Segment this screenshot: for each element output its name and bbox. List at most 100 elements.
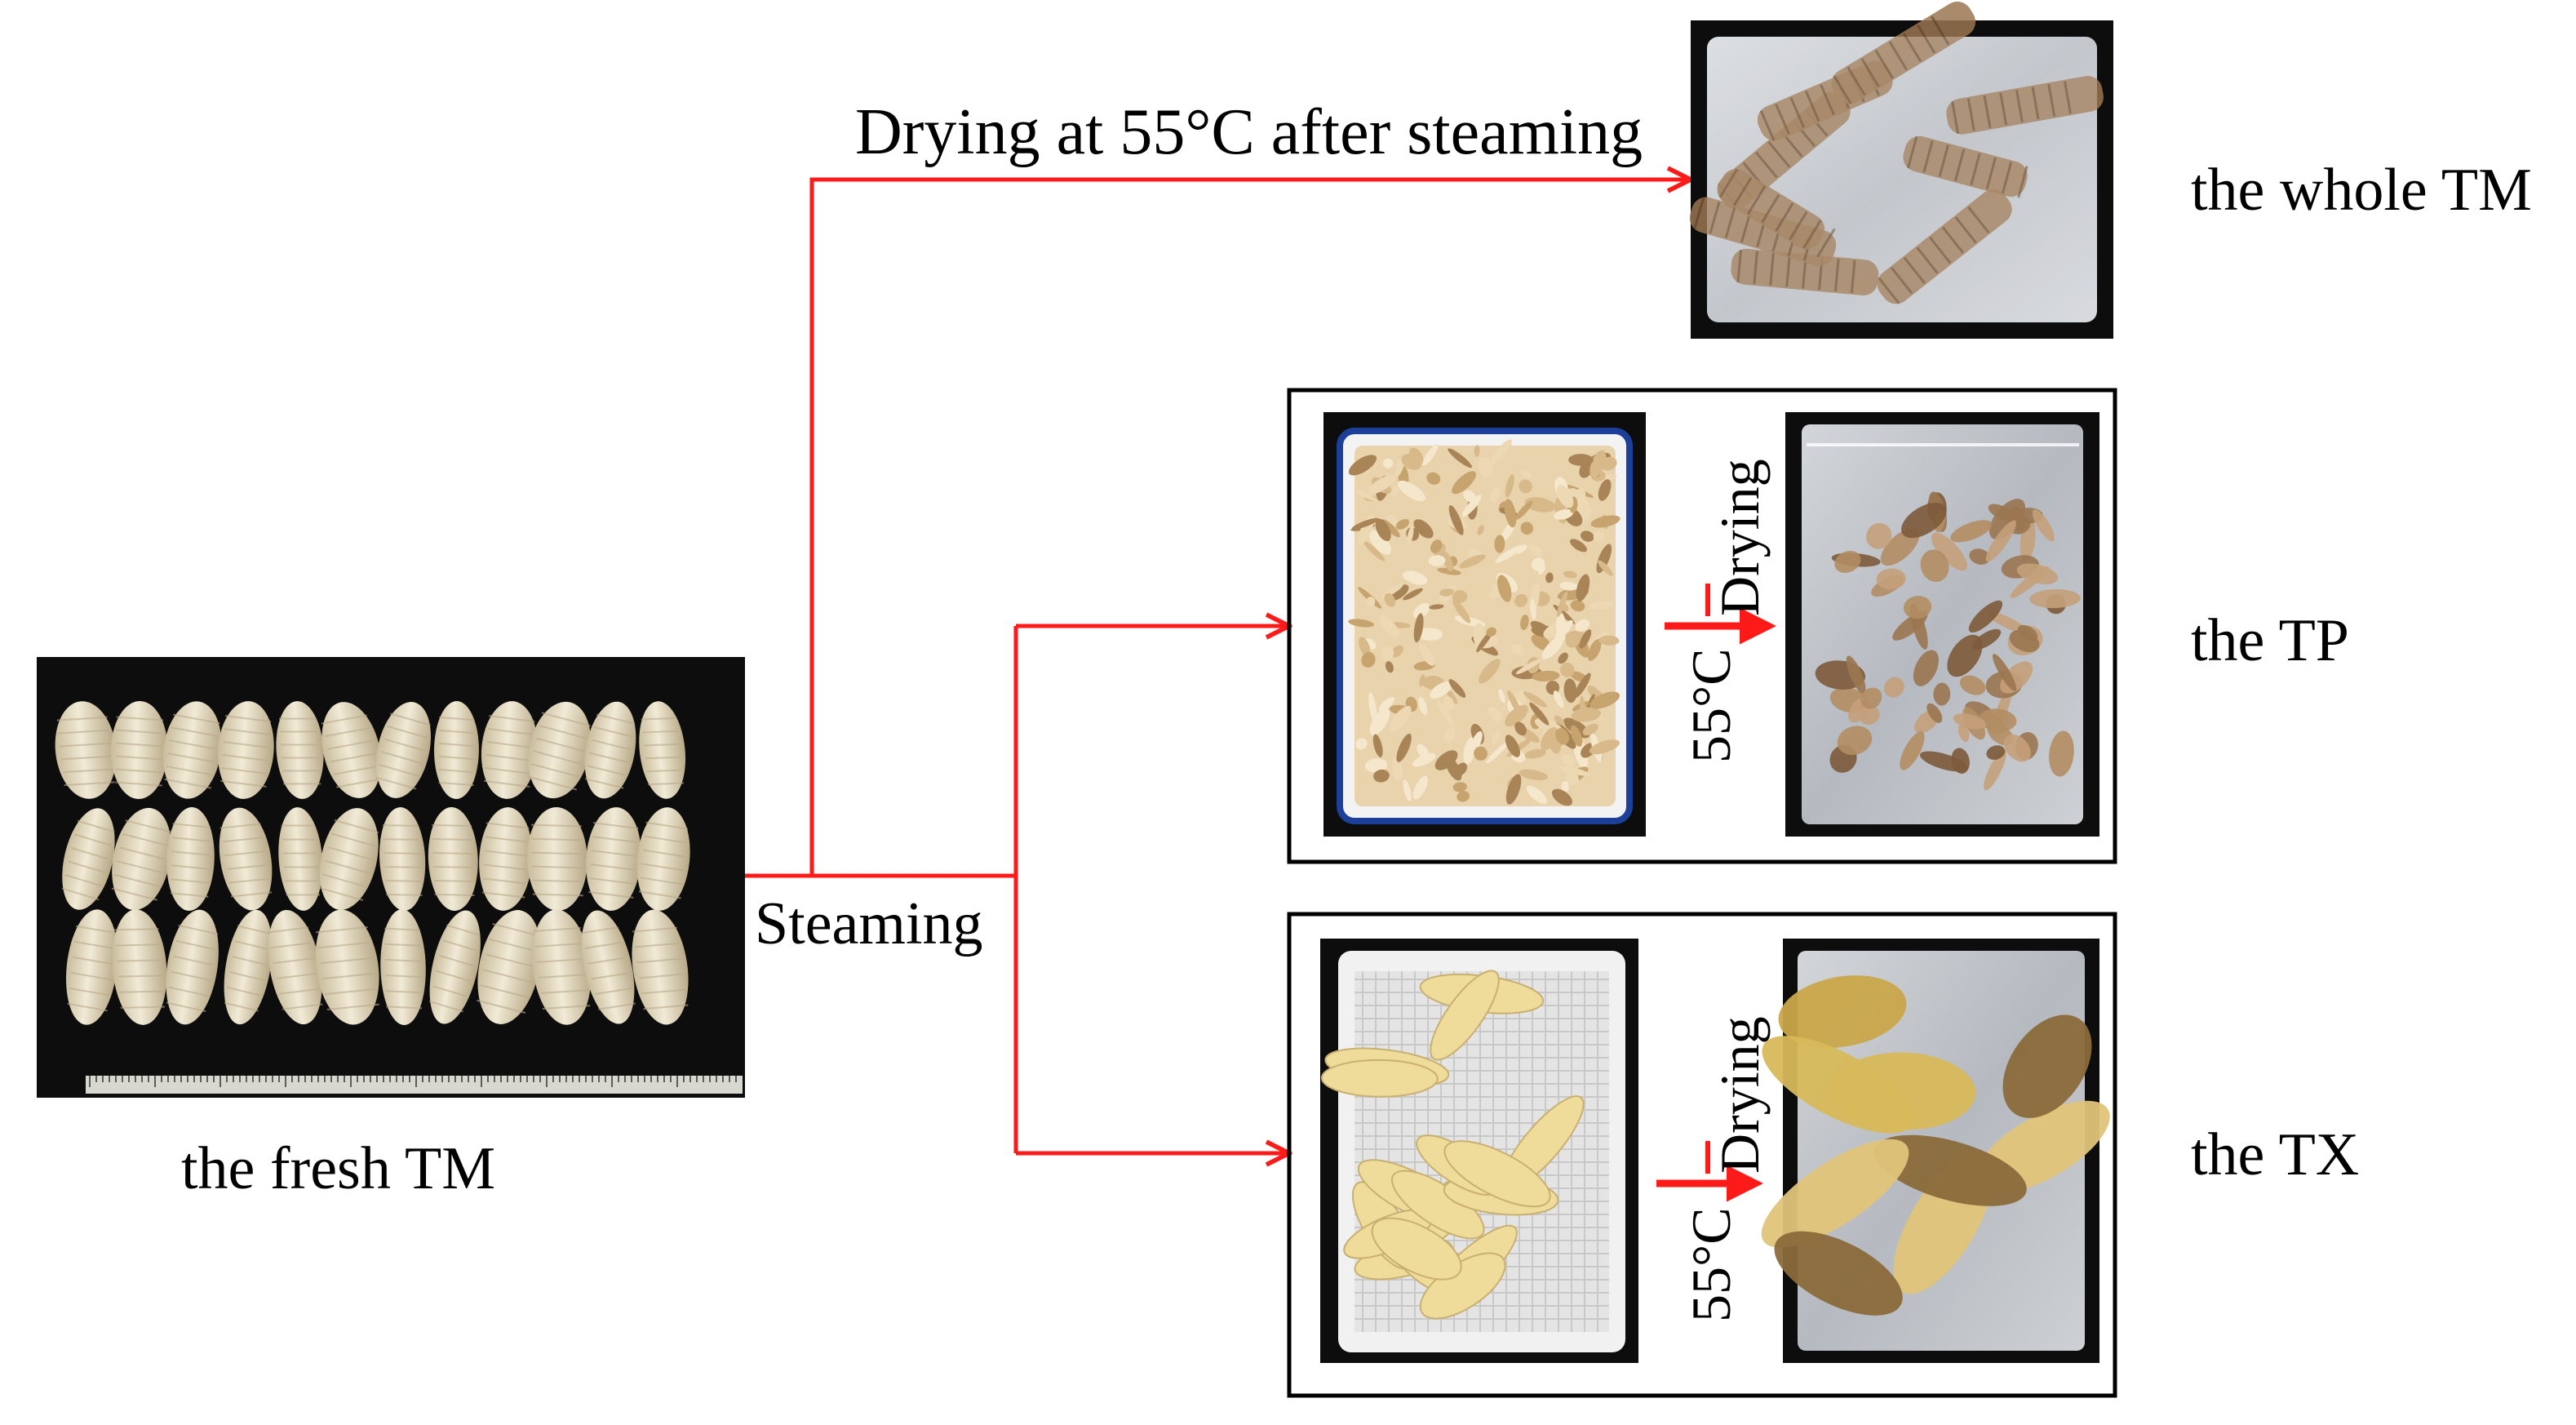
tuber-ring [231, 891, 273, 898]
tuber-ring [433, 865, 474, 869]
tp-flake [1390, 645, 1403, 658]
tuber-ring [68, 860, 106, 873]
tuber-ring [489, 938, 539, 952]
dried-body [1903, 135, 2028, 198]
tp-flake [1439, 588, 1454, 597]
tuber-ring [592, 836, 638, 843]
tuber-ring [330, 832, 376, 847]
tp-flake [1560, 662, 1575, 677]
tuber-ring [639, 973, 684, 979]
tuber-ring [428, 1000, 464, 1013]
tp-flake [1541, 726, 1558, 751]
tuber-ring [282, 838, 317, 841]
dried-stripe [1970, 153, 1981, 186]
tuber-ring [282, 1003, 323, 1010]
tp-flake [1554, 508, 1574, 520]
tp-flake [1570, 539, 1587, 553]
tp-flake [1556, 485, 1574, 508]
tp-dried-piece [1920, 549, 1949, 582]
tuber-ring [385, 974, 422, 979]
tuber-ring [122, 832, 169, 847]
fresh-tuber [166, 807, 215, 911]
tuber-body [532, 909, 592, 1025]
tp-flake [1556, 591, 1568, 618]
whole-dried-piece [1831, 1, 1976, 104]
tp-flake [1364, 758, 1388, 773]
tp-dried-piece [1926, 703, 1943, 723]
tuber-ring [117, 860, 163, 874]
tp-flake [1443, 727, 1456, 744]
tp-flake [1442, 551, 1453, 572]
tp-dried-piece [1957, 722, 1970, 743]
tuber-ring [384, 866, 421, 868]
fresh-tuber [163, 701, 222, 799]
tuber-ring [378, 763, 419, 777]
tuber-ring [585, 778, 624, 789]
tp-flake [1418, 696, 1428, 716]
tuber-ring [387, 726, 428, 739]
tuber-ring [328, 846, 373, 861]
tp-flake [1448, 505, 1464, 535]
tp-flake [1497, 575, 1512, 602]
tuber-ring [432, 851, 473, 855]
tp-dried-pieces [1815, 491, 2081, 791]
tuber-ring [115, 781, 162, 787]
tuber-ring [596, 713, 636, 725]
tp-flake [1426, 472, 1441, 485]
fresh-tuber [375, 702, 432, 798]
tuber-ring [171, 970, 211, 982]
dried-stripe [1938, 144, 1949, 177]
tuber-ring [484, 850, 528, 857]
tuber-body [65, 909, 118, 1025]
tp-flake [1494, 535, 1505, 553]
tuber-ring [542, 1005, 591, 1010]
tp-box [1287, 388, 2117, 864]
tp-flake [1452, 782, 1467, 792]
tp-flake [1430, 681, 1452, 699]
dried-stripe [1732, 177, 1753, 206]
dried-stripe [1746, 185, 1767, 215]
tp-flake [1570, 600, 1585, 612]
fresh-tuber [380, 909, 426, 1025]
tp-flake [1538, 565, 1545, 575]
tuber-ring [170, 892, 209, 898]
tuber-ring [442, 939, 477, 952]
dried-stripe [1903, 256, 1926, 284]
tuber-ring [439, 954, 474, 967]
tuber-ring [237, 925, 272, 935]
tp-flake [1514, 721, 1527, 736]
tuber-ring [482, 877, 526, 885]
fresh-tuber [321, 702, 383, 798]
tuber-ring [222, 753, 268, 761]
tp-flake [1561, 781, 1569, 792]
tp-flake [1379, 615, 1399, 637]
tp-flake [1529, 702, 1550, 726]
tp-flake [1531, 634, 1551, 650]
tuber-ring [384, 738, 425, 752]
tp-flake [1598, 560, 1613, 576]
tuber-ring [591, 850, 636, 857]
tuber-ring [439, 729, 475, 735]
tuber-ring [56, 716, 108, 721]
dried-stripe [1951, 101, 1960, 134]
tuber-ring [171, 864, 210, 870]
tuber-ring [322, 972, 375, 980]
tp-flake [1369, 708, 1390, 735]
label-drying-top: Drying at 55°C after steaming [855, 96, 1643, 168]
fresh-tuber [268, 909, 323, 1025]
tuber-ring [324, 727, 370, 738]
tp-dried-piece [2029, 588, 2081, 609]
tp-flake [1593, 530, 1605, 543]
tuber-ring [72, 956, 113, 966]
label-fresh-tm: the fresh TM [181, 1135, 495, 1202]
tuber-ring [60, 755, 113, 761]
tp-dried-piece [1988, 504, 2015, 522]
tuber-body [62, 808, 115, 910]
tuber-ring [229, 970, 264, 981]
tp-dried-piece [1950, 520, 1993, 543]
tuber-ring [223, 741, 269, 749]
fresh-tuber [112, 909, 167, 1025]
tp-flake [1495, 544, 1523, 563]
tuber-ring [589, 877, 635, 885]
tp-flake [1530, 598, 1536, 620]
